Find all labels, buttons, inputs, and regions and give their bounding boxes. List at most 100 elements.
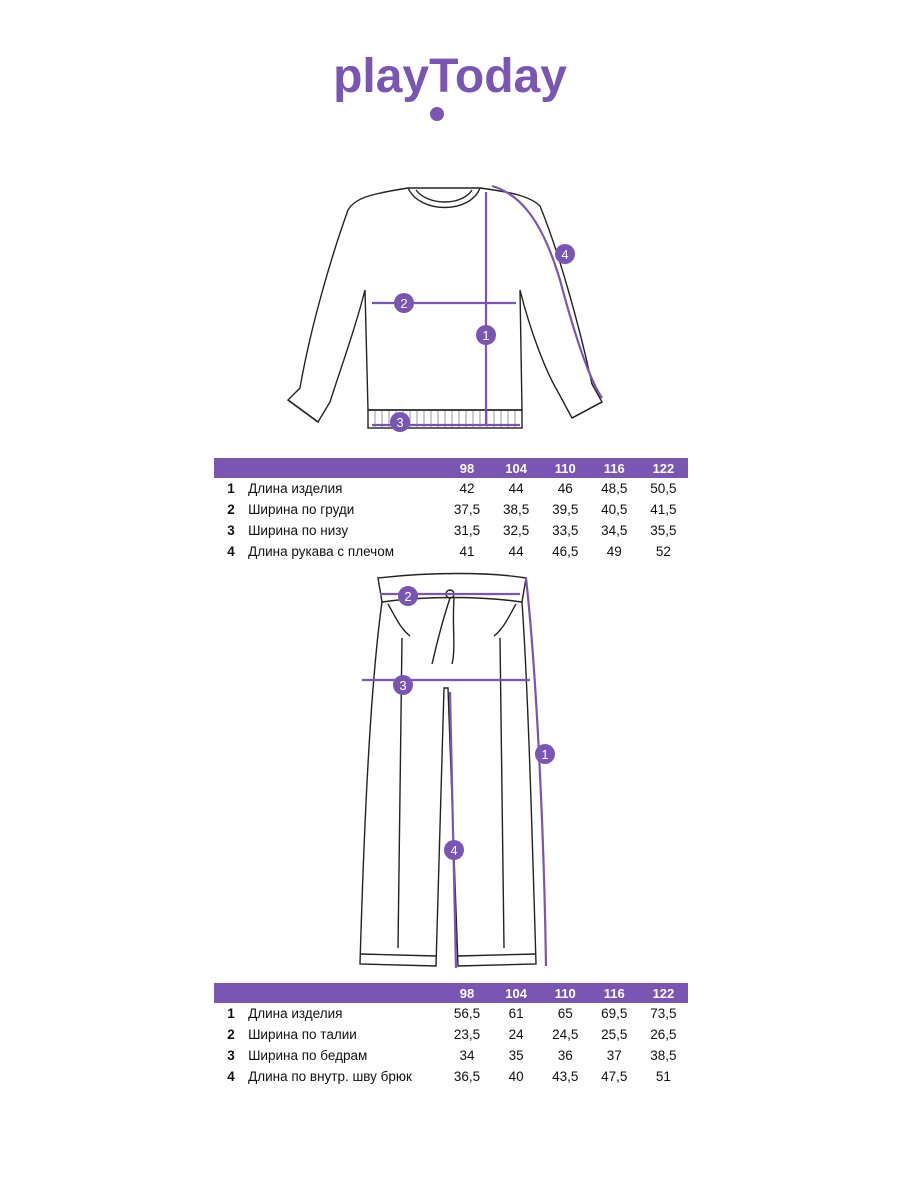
pants-table-header: 98 104 110 116 122: [214, 983, 688, 1003]
row-value: 34: [459, 1048, 475, 1063]
row-value: 41: [459, 544, 475, 559]
row-value: 33,5: [552, 523, 579, 538]
pants-marker-4-label: 4: [450, 843, 457, 858]
table-row: 4 Длина рукава с плечом 41 44 46,5 49 52: [214, 541, 688, 562]
row-value: 46,5: [552, 544, 579, 559]
row-number: 1: [227, 1006, 235, 1021]
row-value: 25,5: [601, 1027, 628, 1042]
sweater-marker-4: [555, 244, 575, 264]
header-blank: [214, 983, 249, 1003]
row-value: 36,5: [453, 1069, 481, 1084]
pants-marker-1-label: 1: [541, 747, 548, 762]
row-value: 69,5: [601, 1006, 628, 1021]
row-number: 3: [227, 1048, 235, 1063]
sweater-marker-2: [394, 293, 414, 313]
row-number: 4: [227, 544, 235, 559]
row-value: 61: [508, 1006, 524, 1021]
row-number: 2: [227, 502, 235, 517]
pants-drawing: 1 2 3 4: [359, 572, 555, 969]
pants-marker-3-label: 3: [399, 678, 406, 693]
size-header: 98: [442, 458, 492, 478]
row-label: Ширина по низу: [248, 523, 349, 538]
row-value: 36: [557, 1048, 573, 1063]
row-value: 35,5: [650, 523, 677, 538]
row-value: 40,5: [601, 502, 628, 517]
row-value: 47,5: [601, 1069, 628, 1084]
table-row: 4 Длина по внутр. шву брюк 36,5 40 43,5 …: [214, 1066, 688, 1087]
table-row: 2 Ширина по груди 37,5 38,5 39,5 40,5 41…: [214, 499, 688, 520]
table-row: 1 Длина изделия 42 44 46 48,5 50,5: [214, 478, 688, 499]
sweater-drawing: 1 2 3 4: [286, 184, 603, 432]
size-header: 104: [491, 458, 541, 478]
size-header: 122: [638, 458, 688, 478]
row-value: 43,5: [552, 1069, 579, 1084]
row-number: 2: [227, 1027, 235, 1042]
row-value: 37: [606, 1048, 622, 1063]
size-header: 116: [589, 983, 639, 1003]
brand-logo-text: playToday: [333, 52, 567, 103]
sweater-table-header: 98 104 110 116 122: [214, 458, 688, 478]
row-value: 23,5: [453, 1027, 481, 1042]
logo-dot: [430, 107, 444, 121]
row-value: 39,5: [552, 502, 579, 517]
row-number: 3: [227, 523, 235, 538]
size-header: 98: [442, 983, 492, 1003]
row-value: 42: [459, 481, 475, 496]
sweater-marker-2-label: 2: [400, 296, 407, 311]
row-label: Длина по внутр. шву брюк: [248, 1069, 412, 1084]
row-label: Ширина по талии: [248, 1027, 357, 1042]
header-blank: [248, 983, 443, 1003]
row-value: 48,5: [601, 481, 628, 496]
row-value: 46: [557, 481, 573, 496]
size-header: 110: [540, 458, 590, 478]
sweater-marker-1-label: 1: [482, 328, 489, 343]
row-value: 44: [508, 544, 524, 559]
size-header: 122: [638, 983, 688, 1003]
header-blank: [248, 458, 443, 478]
table-row: 3 Ширина по низу 31,5 32,5 33,5 34,5 35,…: [214, 520, 688, 541]
row-value: 38,5: [650, 1048, 677, 1063]
pants-markers: [393, 586, 555, 860]
row-value: 44: [508, 481, 524, 496]
row-value: 26,5: [650, 1027, 677, 1042]
row-value: 37,5: [453, 502, 481, 517]
row-value: 65: [557, 1006, 573, 1021]
row-value: 50,5: [650, 481, 677, 496]
row-value: 32,5: [502, 523, 530, 538]
row-value: 41,5: [650, 502, 677, 517]
sweater-marker-3: [390, 412, 410, 432]
table-row: 1 Длина изделия 56,5 61 65 69,5 73,5: [214, 1003, 688, 1024]
row-value: 40: [508, 1069, 524, 1084]
pants-size-table: 98 104 110 116 122 1 Длина изделия 56,5 …: [214, 983, 688, 1087]
table-row: 2 Ширина по талии 23,5 24 24,5 25,5 26,5: [214, 1024, 688, 1045]
row-label: Длина рукава с плечом: [248, 544, 395, 559]
pants-marker-1: [535, 744, 555, 764]
row-value: 35: [508, 1048, 524, 1063]
row-label: Длина изделия: [248, 1006, 343, 1021]
row-value: 49: [606, 544, 622, 559]
pants-outline: [359, 572, 537, 967]
row-value: 38,5: [502, 502, 530, 517]
size-header: 116: [589, 458, 639, 478]
row-value: 34,5: [601, 523, 628, 538]
header-blank: [214, 458, 249, 478]
row-number: 1: [227, 481, 235, 496]
row-label: Длина изделия: [248, 481, 343, 496]
row-value: 31,5: [453, 523, 481, 538]
row-number: 4: [227, 1069, 235, 1084]
sweater-marker-3-label: 3: [396, 415, 403, 430]
pants-marker-4: [444, 840, 464, 860]
row-value: 52: [655, 544, 671, 559]
row-value: 73,5: [650, 1006, 677, 1021]
pants-marker-2-label: 2: [404, 589, 411, 604]
pants-marker-3: [393, 675, 413, 695]
sweater-marker-1: [476, 325, 496, 345]
row-value: 51: [655, 1069, 671, 1084]
row-value: 24: [508, 1027, 524, 1042]
size-header: 104: [491, 983, 541, 1003]
brand-logo: playToday: [333, 52, 567, 121]
table-row: 3 Ширина по бедрам 34 35 36 37 38,5: [214, 1045, 688, 1066]
row-value: 56,5: [453, 1006, 481, 1021]
sweater-markers: [390, 244, 575, 432]
row-value: 24,5: [552, 1027, 579, 1042]
